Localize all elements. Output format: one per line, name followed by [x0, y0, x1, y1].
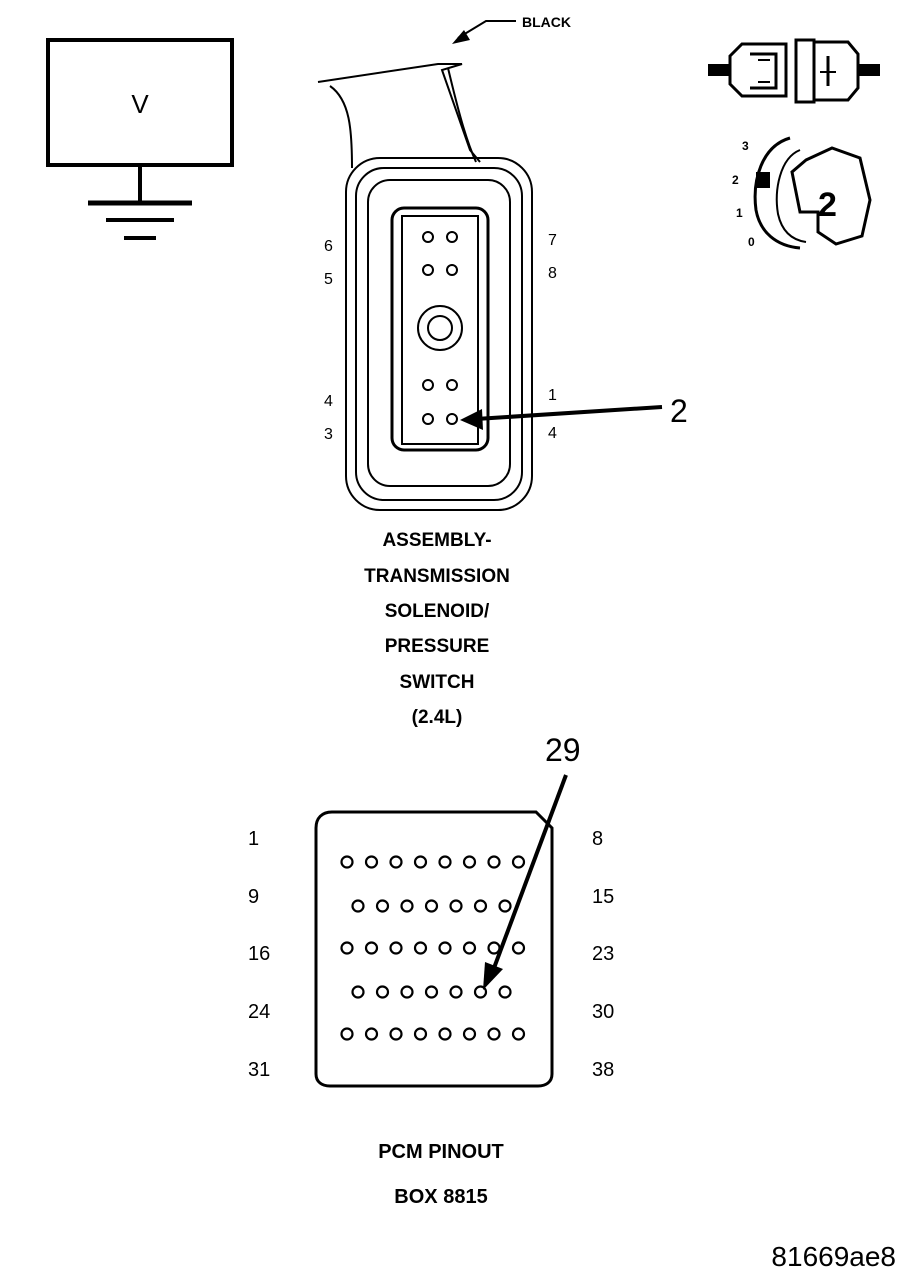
pcm-pin-label: 24 [248, 1001, 270, 1023]
ground-icon [88, 200, 192, 240]
wire-color-arrow [452, 20, 516, 44]
key-position-3: 3 [742, 139, 749, 153]
solenoid-pin-label: 3 [324, 426, 333, 443]
solenoid-pin-label: 5 [324, 271, 333, 288]
wire-color-label: BLACK [522, 14, 571, 30]
ignition-key-icon: 3 2 1 0 2 [732, 136, 872, 250]
pcm-pin-label: 8 [592, 828, 603, 850]
key-position-1: 1 [736, 206, 743, 220]
solenoid-pin-label: 1 [548, 387, 557, 404]
pcm-pin-32 [364, 1027, 379, 1041]
pcm-pin-6 [462, 855, 477, 869]
pcm-pin-28 [449, 985, 463, 999]
pcm-pin-grid [340, 855, 526, 1041]
pcm-pin-37 [487, 1027, 501, 1041]
pcm-pin-label: 16 [248, 943, 270, 965]
solenoid-callout-number: 2 [670, 393, 688, 429]
pcm-pin-27 [424, 985, 439, 999]
pcm-pin-20 [438, 941, 452, 955]
solenoid-pin-label: 7 [548, 232, 557, 249]
svg-text:SOLENOID/: SOLENOID/ [385, 601, 490, 622]
svg-text:PCM PINOUT: PCM PINOUT [378, 1141, 504, 1163]
pcm-pin-29 [473, 985, 488, 999]
pcm-pin-19 [413, 941, 428, 955]
svg-text:SWITCH: SWITCH [400, 672, 475, 693]
pcm-pin-14 [473, 899, 488, 913]
pcm-pin-17 [364, 941, 379, 955]
solenoid-caption: ASSEMBLY- TRANSMISSION SOLENOID/ PRESSUR… [364, 530, 510, 728]
pcm-pin-31 [340, 1027, 354, 1041]
pcm-pin-22 [487, 941, 501, 955]
pcm-pin-label: 1 [248, 828, 259, 850]
pcm-pin-33 [389, 1027, 403, 1041]
pcm-pin-label: 23 [592, 943, 614, 965]
pcm-pin-1 [340, 855, 354, 869]
solenoid-pin-label: 8 [548, 265, 557, 282]
pcm-pin-2 [364, 855, 379, 869]
figure-id: 81669ae8 [771, 1241, 896, 1272]
pcm-pin-30 [498, 985, 512, 999]
pcm-pin-13 [449, 899, 463, 913]
pcm-pin-label: 9 [248, 886, 259, 908]
pcm-pin-34 [413, 1027, 428, 1041]
connector-disconnect-icon [708, 38, 880, 104]
pcm-pin-24 [351, 985, 365, 999]
pcm-pin-35 [438, 1027, 452, 1041]
pcm-callout-arrow [483, 774, 568, 990]
pcm-pin-36 [462, 1027, 477, 1041]
pcm-pin-23 [511, 941, 526, 955]
solenoid-connector [317, 63, 533, 511]
pcm-pin-12 [424, 899, 439, 913]
voltmeter-icon: V [46, 38, 234, 240]
pcm-pin-11 [400, 899, 414, 913]
pcm-pin-8 [511, 855, 526, 869]
pcm-pin-38 [511, 1027, 526, 1041]
solenoid-pin-label: 4 [324, 393, 333, 410]
pcm-pin-label: 38 [592, 1059, 614, 1081]
pcm-pin-label: 30 [592, 1001, 614, 1023]
solenoid-pin-label: 4 [548, 425, 557, 442]
pcm-pin-9 [351, 899, 365, 913]
svg-text:PRESSURE: PRESSURE [385, 636, 490, 657]
pcm-pin-15 [498, 899, 512, 913]
svg-text:BOX 8815: BOX 8815 [394, 1186, 487, 1208]
pcm-caption: PCM PINOUT BOX 8815 [378, 1141, 504, 1208]
voltmeter-symbol: V [131, 89, 149, 119]
svg-text:ASSEMBLY-: ASSEMBLY- [382, 530, 491, 551]
pcm-pin-26 [400, 985, 414, 999]
key-position-2: 2 [732, 173, 739, 187]
pcm-pin-21 [462, 941, 477, 955]
solenoid-callout-arrow [460, 405, 663, 430]
svg-text:(2.4L): (2.4L) [412, 707, 463, 728]
pcm-pin-16 [340, 941, 354, 955]
solenoid-pin-label: 6 [324, 238, 333, 255]
pcm-pin-5 [438, 855, 452, 869]
pcm-connector [314, 810, 554, 1088]
svg-text:TRANSMISSION: TRANSMISSION [364, 566, 510, 587]
pcm-callout-number: 29 [545, 732, 581, 768]
pcm-pin-3 [389, 855, 403, 869]
key-position-0: 0 [748, 235, 755, 249]
pcm-pin-4 [413, 855, 428, 869]
pcm-pin-18 [389, 941, 403, 955]
pcm-pin-label: 15 [592, 886, 614, 908]
pcm-pin-7 [487, 855, 501, 869]
pcm-pin-label: 31 [248, 1059, 270, 1081]
pcm-pin-10 [375, 899, 390, 913]
test-step-number: 2 [818, 186, 837, 224]
pcm-pin-25 [375, 985, 390, 999]
